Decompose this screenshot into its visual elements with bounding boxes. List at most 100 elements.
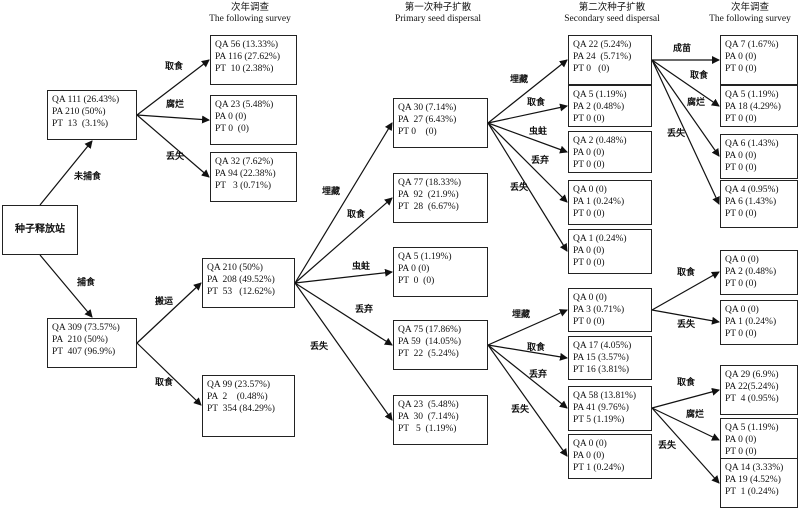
node-c-weevil: QA 5 (1.19%)PA 0 (0)PT 0 (0) xyxy=(393,247,488,297)
node-line: PT 354 (84.29%) xyxy=(207,404,275,414)
edge-label-c-weevil: 虫蛀 xyxy=(352,262,371,272)
node-line: PA 0 (0) xyxy=(215,112,247,122)
node-line: PT 1 (0.24%) xyxy=(573,463,625,473)
node-line: PT 0 (0) xyxy=(725,279,757,289)
header-following-survey-2: 次年调查 The following survey xyxy=(702,3,798,25)
node-line: PA 92 (21.9%) xyxy=(398,190,459,200)
node-c-bury: QA 30 (7.14%)PA 27 (6.43%)PT 0 (0) xyxy=(393,98,488,148)
flow-arrow xyxy=(651,407,720,441)
node-db-lost: QA 0 (0)PA 1 (0.24%)PT 0 (0) xyxy=(720,300,798,345)
node-line: PT 1 (0.24%) xyxy=(725,487,779,497)
node-line: PT 0 (0) xyxy=(573,160,605,170)
edge-label-db-take: 取食 xyxy=(677,268,696,278)
node-line: PA 0 (0) xyxy=(725,435,757,445)
flow-arrow xyxy=(651,59,720,157)
flow-arrow xyxy=(487,344,568,361)
edge-label-c-take: 取食 xyxy=(347,210,366,220)
node-line: PA 210 (50%) xyxy=(52,335,108,345)
flow-arrow xyxy=(294,282,393,346)
node-line: QA 14 (3.33%) xyxy=(725,463,784,473)
edge-label-bb-rot: 腐烂 xyxy=(687,98,706,108)
node-d-drop: QA 58 (13.81%)PA 41 (9.76%)PT 5 (1.19%) xyxy=(568,386,652,431)
node-line: QA 32 (7.62%) xyxy=(215,157,274,167)
node-line: PA 24 (5.71%) xyxy=(573,52,632,62)
node-line: PT 0 (0) xyxy=(725,64,757,74)
node-bb-rot: QA 6 (1.43%)PA 0 (0)PT 0 (0) xyxy=(720,134,798,179)
edge-label-d-drop: 丢弃 xyxy=(529,370,548,380)
node-c-drop: QA 75 (17.86%)PA 59 (14.05%)PT 22 (5.24%… xyxy=(393,320,488,370)
node-line: PA 0 (0) xyxy=(725,151,757,161)
seed-release-station: 种子释放站 xyxy=(2,205,78,255)
node-line: QA 99 (23.57%) xyxy=(207,380,271,390)
node-line: PT 13 (3.1%) xyxy=(52,119,109,129)
edge-label-p-take: 取食 xyxy=(155,378,174,388)
flow-arrow xyxy=(39,140,93,206)
edge-label-predated: 捕食 xyxy=(77,278,96,288)
flow-arrow xyxy=(136,282,202,344)
edge-label-c-drop: 丢弃 xyxy=(355,305,374,315)
node-line: QA 5 (1.19%) xyxy=(398,252,452,262)
header-en: The following survey xyxy=(209,14,291,24)
node-line: PA 30 (7.14%) xyxy=(398,412,459,422)
edge-label-bb-lost: 丢失 xyxy=(667,129,686,139)
flow-arrow xyxy=(294,268,393,284)
node-line: PA 22(5.24%) xyxy=(725,382,779,392)
node-line: PT 0 (0) xyxy=(725,329,757,339)
node-line: QA 6 (1.43%) xyxy=(725,139,779,149)
node-carry: QA 210 (50%)PA 208 (49.52%)PT 53 (12.62%… xyxy=(202,258,295,308)
edge-label-b-take: 取食 xyxy=(527,98,546,108)
node-line: QA 75 (17.86%) xyxy=(398,325,462,335)
node-c-lost: QA 23 (5.48%)PA 30 (7.14%)PT 5 (1.19%) xyxy=(393,395,488,445)
header-en: Secondary seed dispersal xyxy=(564,14,660,24)
flow-arrow xyxy=(651,59,720,107)
edge-label-b-bury: 埋藏 xyxy=(510,75,529,85)
node-line: QA 0 (0) xyxy=(573,185,607,195)
edge-label-p-carry: 搬运 xyxy=(155,297,174,307)
flow-arrow xyxy=(136,114,210,178)
node-b-drop: QA 0 (0)PA 1 (0.24%)PT 0 (0) xyxy=(568,180,652,225)
flow-arrow xyxy=(651,59,720,205)
node-line: QA 2 (0.48%) xyxy=(573,136,627,146)
edge-label-not-predated: 未捕食 xyxy=(74,172,102,182)
node-line: PA 116 (27.62%) xyxy=(215,52,281,62)
node-line: PA 210 (50%) xyxy=(52,107,106,117)
node-line: PA 0 (0) xyxy=(573,246,605,256)
edge-label-c-bury: 埋藏 xyxy=(322,187,341,197)
node-line: PA 0 (0) xyxy=(725,52,757,62)
node-line: QA 77 (18.33%) xyxy=(398,178,462,188)
node-line: QA 23 (5.48%) xyxy=(398,400,459,410)
edge-label-d-take: 取食 xyxy=(527,343,546,353)
node-line: PA 1 (0.24%) xyxy=(725,317,777,327)
header-en: Primary seed dispersal xyxy=(394,14,481,24)
node-dd-rot: QA 5 (1.19%)PA 0 (0)PT 0 (0) xyxy=(720,418,798,463)
node-line: PT 22 (5.24%) xyxy=(398,349,459,359)
node-line: PT 0 (0) xyxy=(573,64,610,74)
header-en: The following survey xyxy=(709,14,791,24)
node-line: QA 111 (26.43%) xyxy=(52,95,120,105)
node-line: PA 27 (6.43%) xyxy=(398,115,457,125)
node-line: PT 0 (0) xyxy=(725,209,757,219)
flow-arrow xyxy=(487,122,568,154)
node-line: QA 58 (13.81%) xyxy=(573,391,637,401)
node-line: QA 5 (1.19%) xyxy=(573,90,627,100)
edge-label-b-lost: 丢失 xyxy=(510,183,529,193)
edge-label-u-lost: 丢失 xyxy=(166,152,185,162)
node-line: PA 2 (0.48%) xyxy=(573,102,625,112)
flow-arrow xyxy=(651,309,720,325)
node-line: PA 3 (0.71%) xyxy=(573,305,625,315)
node-bb-take: QA 5 (1.19%)PA 18 (4.29%)PT 0 (0) xyxy=(720,85,798,127)
node-line: PT 53 (12.62%) xyxy=(207,287,275,297)
node-line: QA 210 (50%) xyxy=(207,263,263,273)
node-line: PT 0 (0) xyxy=(725,447,757,457)
edge-label-b-weevil: 虫蛀 xyxy=(529,127,548,137)
edge-label-dd-lost: 丢失 xyxy=(658,441,677,451)
node-line: QA 5 (1.19%) xyxy=(725,90,779,100)
node-u-rot: QA 23 (5.48%)PA 0 (0)PT 0 (0) xyxy=(210,95,297,145)
node-line: QA 0 (0) xyxy=(573,293,607,303)
node-u-take: QA 56 (13.33%)PA 116 (27.62%)PT 10 (2.38… xyxy=(210,35,297,85)
node-line: PA 0 (0) xyxy=(573,148,605,158)
node-line: QA 1 (0.24%) xyxy=(573,234,627,244)
node-line: PA 0 (0) xyxy=(573,451,605,461)
node-line: PT 4 (0.95%) xyxy=(725,394,779,404)
node-line: QA 56 (13.33%) xyxy=(215,40,279,50)
